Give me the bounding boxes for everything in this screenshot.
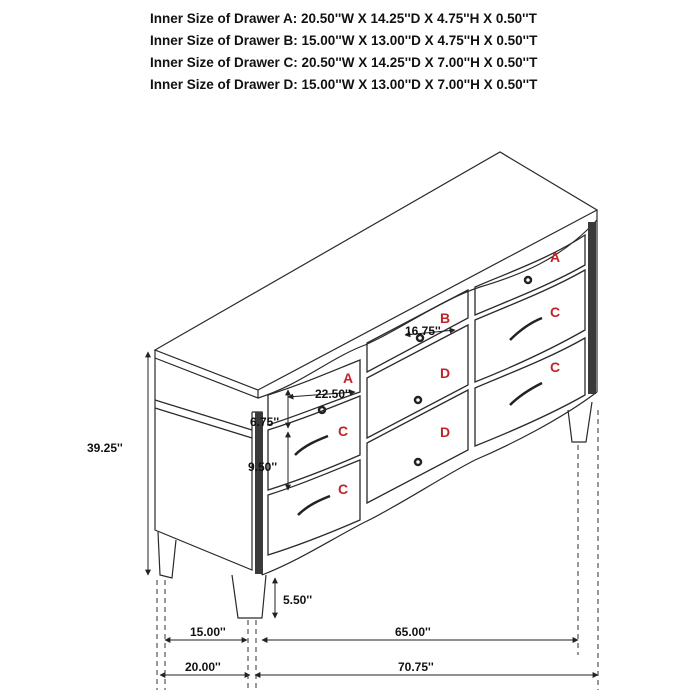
right-trim-column (588, 222, 596, 394)
side-drawer-width-dim-line (287, 389, 356, 400)
drawer-mid-center[interactable] (366, 323, 469, 440)
dresser-top-edge (154, 350, 259, 399)
dresser-top-surface (153, 151, 599, 391)
knob-bottom-center (413, 457, 423, 467)
rear-left-leg (157, 531, 177, 579)
center-drawer-width-label: 16.75'' (405, 324, 441, 338)
drawer-label-mid-center: D (440, 365, 450, 381)
handle-bottom-left (297, 494, 331, 516)
side-trim-line-lower (154, 407, 253, 439)
trim-columns (255, 222, 596, 574)
drawer-bottom-right[interactable] (474, 336, 586, 447)
knob-mid-center (413, 395, 423, 405)
dimension-lines (145, 327, 599, 678)
handle-mid-right (509, 316, 543, 341)
left-trim-column (255, 412, 263, 574)
side-drawer-width-label: 22.50'' (315, 387, 351, 401)
drawer-spec-c: Inner Size of Drawer C: 20.50''W X 14.25… (150, 55, 538, 70)
center-drawer-width-dim-line (404, 327, 456, 338)
drawer-spec-d: Inner Size of Drawer D: 15.00''W X 13.00… (150, 77, 538, 92)
dresser-side-panel (154, 358, 253, 571)
front-right-leg (567, 401, 593, 443)
mid-drawer-height-label: 9.50'' (248, 460, 277, 474)
drawer-top-center[interactable] (366, 288, 469, 374)
drawer-bottom-left[interactable] (267, 459, 361, 556)
side-trim-line (154, 399, 253, 431)
drawer-handles (294, 275, 543, 516)
drawer-label-bottom-left: C (338, 481, 348, 497)
depth-overall-label: 20.00'' (185, 660, 221, 674)
dresser-top-front-edge (257, 210, 598, 399)
width-overall-label: 70.75'' (398, 660, 434, 674)
knob-top-left (317, 405, 327, 415)
drawer-top-right[interactable] (474, 233, 586, 316)
top-drawer-height-label: 6.75'' (250, 415, 279, 429)
drawer-label-top-right: A (550, 249, 560, 265)
width-inner-label: 65.00'' (395, 625, 431, 639)
front-apron (261, 391, 598, 576)
extension-lines (156, 410, 599, 690)
handle-bottom-right (509, 381, 543, 406)
dresser-outline (153, 151, 599, 619)
drawer-label-top-center: B (440, 310, 450, 326)
overall-height-label: 39.25'' (87, 441, 123, 455)
handle-mid-left (294, 434, 329, 456)
drawer-mid-right[interactable] (474, 268, 586, 383)
drawer-label-mid-left: C (338, 423, 348, 439)
front-left-leg (231, 574, 267, 619)
depth-inner-label: 15.00'' (190, 625, 226, 639)
drawer-spec-b: Inner Size of Drawer B: 15.00''W X 13.00… (150, 33, 538, 48)
drawer-spec-list: Inner Size of Drawer A: 20.50''W X 14.25… (150, 8, 590, 96)
drawer-label-bottom-right: C (550, 359, 560, 375)
leg-height-label: 5.50'' (283, 593, 312, 607)
drawer-label-top-left: A (343, 370, 353, 386)
drawer-label-mid-right: C (550, 304, 560, 320)
drawer-label-bottom-center: D (440, 424, 450, 440)
knob-top-right (523, 275, 533, 285)
drawer-bottom-center[interactable] (366, 388, 469, 505)
drawer-spec-a: Inner Size of Drawer A: 20.50''W X 14.25… (150, 11, 537, 26)
